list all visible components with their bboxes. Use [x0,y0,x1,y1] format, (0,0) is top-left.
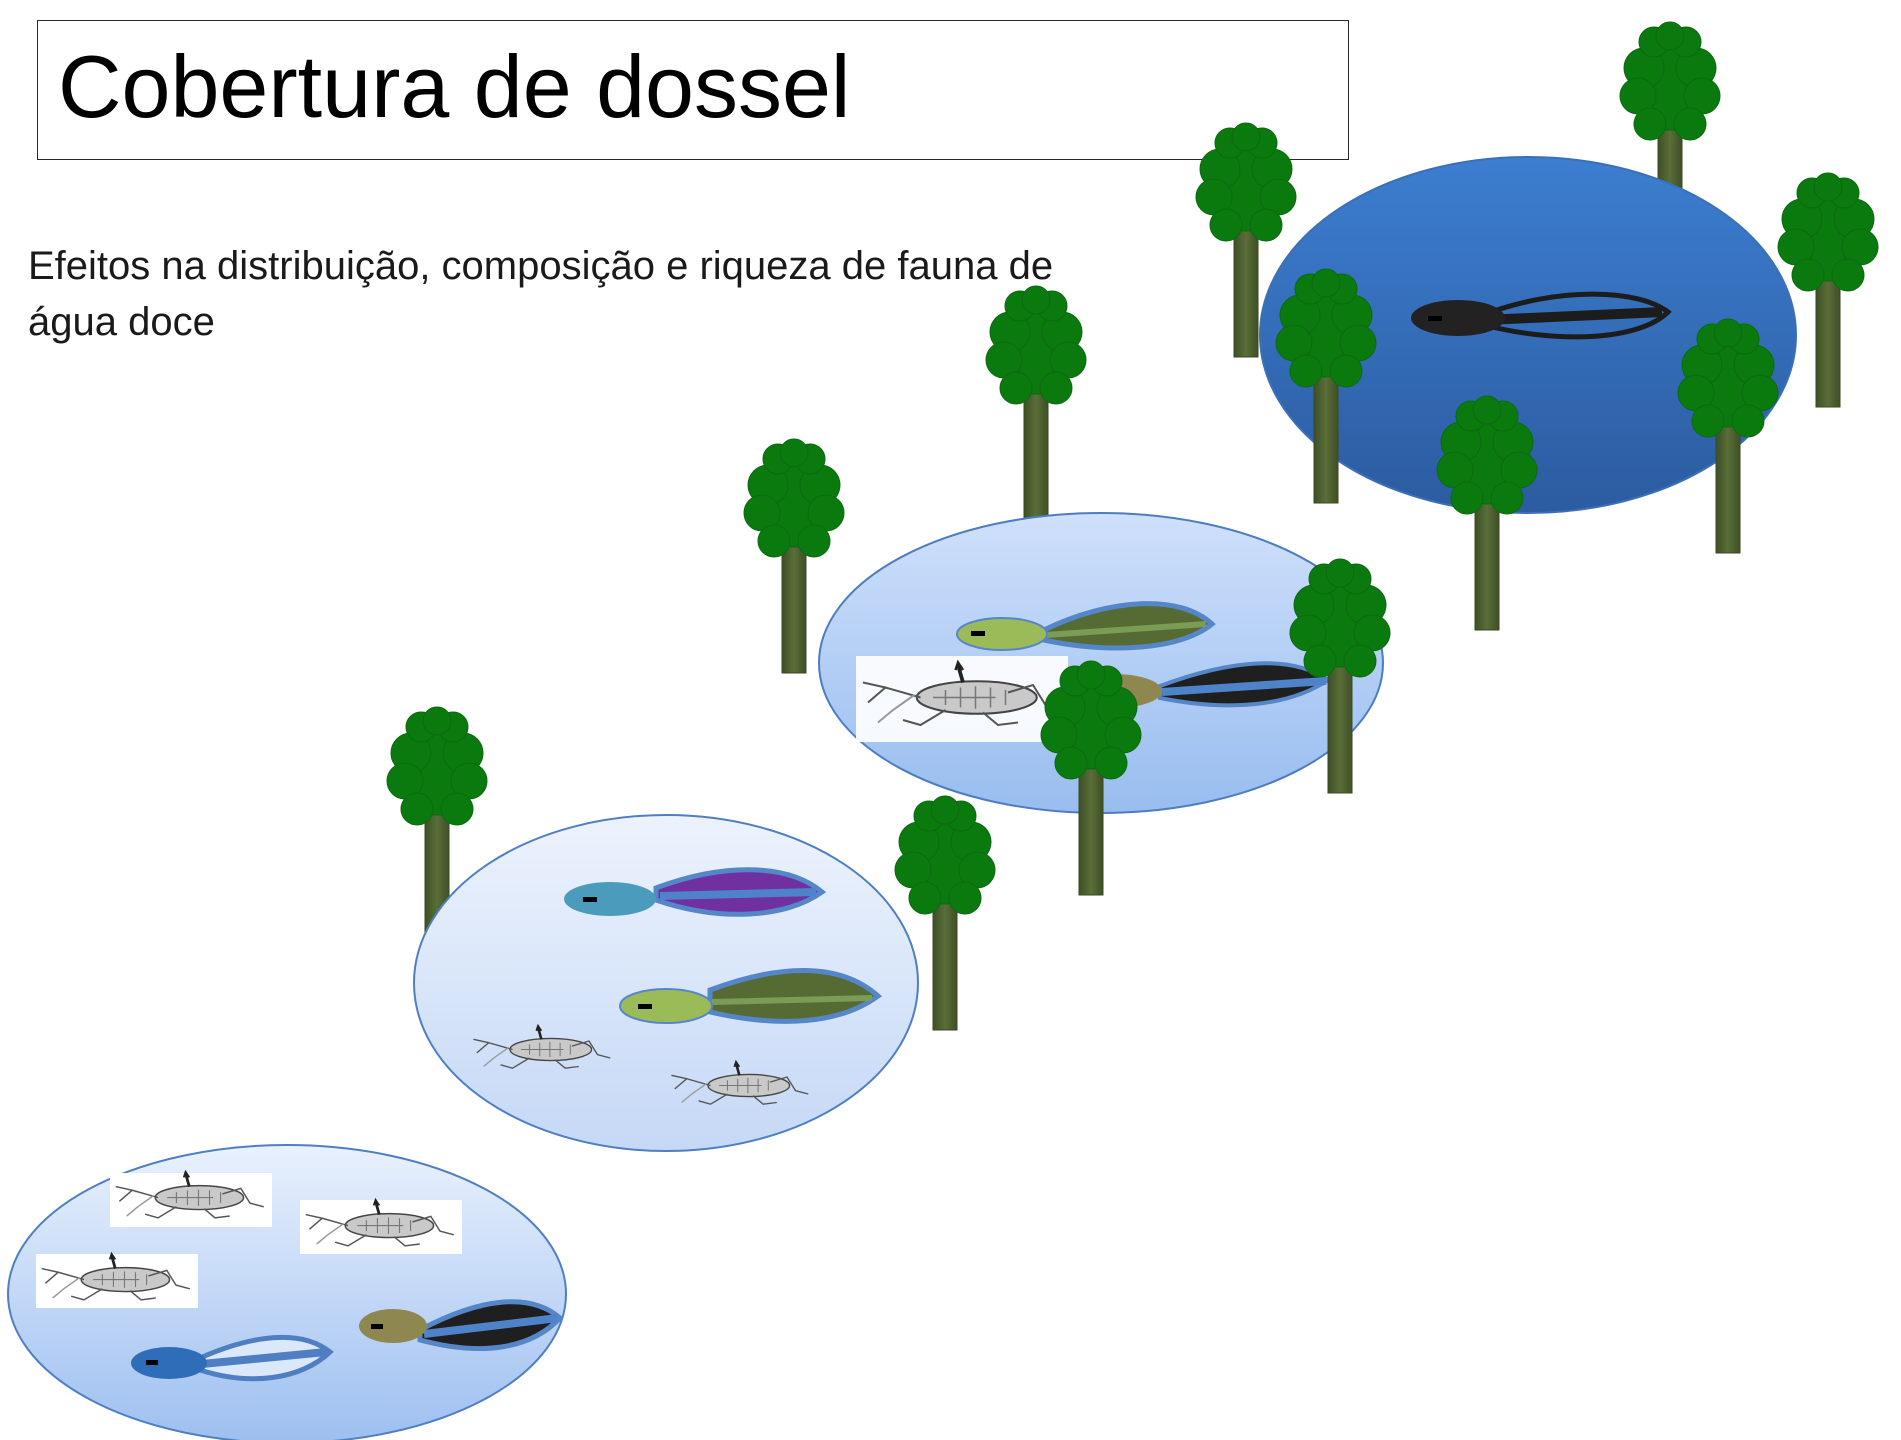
water-insect-icon [300,1198,462,1254]
water-insect-icon [36,1252,198,1308]
pond-medium-canopy [743,285,1391,896]
tadpole-icon [956,601,1216,651]
slide-subtitle: Efeitos na distribuição, composição e ri… [28,244,1054,344]
tadpole-icon [564,867,827,917]
tree-icon [1777,172,1879,408]
water-insect-icon [110,1170,272,1227]
tadpole-icon [359,1299,564,1351]
pond-low-canopy [386,706,996,1152]
title-box: Cobertura de dossel [37,20,1349,160]
water-insect-icon [856,656,1068,742]
pond-closed-canopy [1195,21,1879,631]
tadpole-icon [1411,291,1672,340]
tadpole-icon [131,1334,334,1382]
tree-icon [985,285,1087,521]
tadpole-icon [619,968,882,1024]
pond-open-canopy [7,1144,567,1440]
slide-title: Cobertura de dossel [58,37,851,136]
